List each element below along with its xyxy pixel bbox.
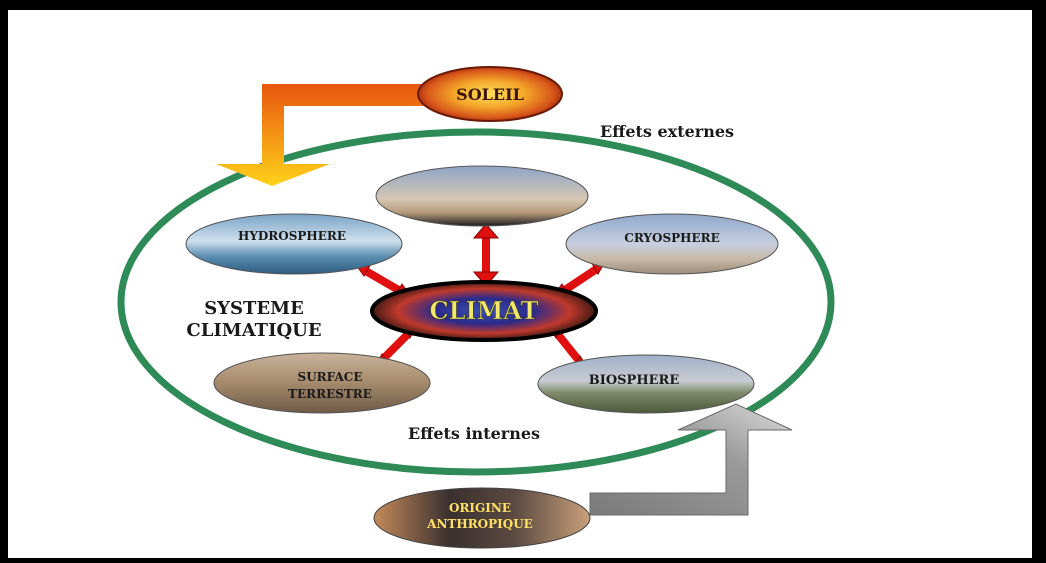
surface-label-line1: SURFACE bbox=[298, 370, 363, 384]
hydrosphere-node: HYDROSPHERE bbox=[185, 213, 403, 275]
arrow-climat-sky bbox=[472, 223, 500, 287]
system-label-line2: CLIMATIQUE bbox=[186, 320, 321, 341]
system-boundary-ring bbox=[117, 128, 835, 476]
internal-effects-label: Effets internes bbox=[408, 424, 540, 443]
climate-node: CLIMAT bbox=[370, 280, 598, 342]
land-surface-node: SURFACE TERRESTRE bbox=[213, 352, 431, 414]
biosphere-label: BIOSPHERE bbox=[589, 373, 680, 388]
sun-label: SOLEIL bbox=[456, 85, 524, 104]
external-effects-label: Effets externes bbox=[600, 122, 734, 141]
system-label-line1: SYSTEME bbox=[204, 298, 304, 319]
cryosphere-label: CRYOSPHERE bbox=[624, 231, 719, 245]
anthropic-arrow bbox=[589, 403, 793, 516]
atmosphere-node bbox=[375, 165, 589, 227]
anthropic-label-line1: ORIGINE bbox=[449, 501, 511, 515]
sun-node: SOLEIL bbox=[417, 66, 563, 122]
anthropic-label-line2: ANTHROPIQUE bbox=[426, 517, 533, 531]
hydrosphere-label: HYDROSPHERE bbox=[238, 229, 346, 243]
surface-label-line2: TERRESTRE bbox=[288, 387, 372, 401]
biosphere-node: BIOSPHERE bbox=[537, 354, 755, 414]
sun-arrow bbox=[216, 84, 430, 186]
cryosphere-node: CRYOSPHERE bbox=[565, 213, 779, 275]
anthropic-node: ORIGINE ANTHROPIQUE bbox=[373, 487, 591, 549]
climate-label: CLIMAT bbox=[430, 296, 539, 325]
